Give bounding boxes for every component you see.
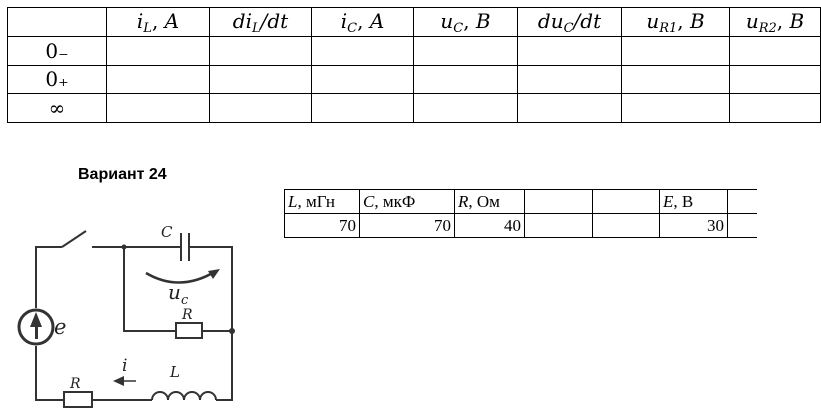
param-value-L: 70 <box>284 213 360 238</box>
cell[interactable] <box>413 93 518 123</box>
inductor-coil <box>151 391 217 401</box>
results-row-0-plus: 0₊ <box>7 64 821 95</box>
switch-blade <box>61 230 87 248</box>
col-header-iC: iC, A <box>311 7 414 37</box>
source-arrow-head <box>30 312 42 327</box>
variant-title: Вариант 24 <box>78 166 167 183</box>
cell[interactable] <box>621 93 730 123</box>
param-value-blank-2 <box>592 213 660 238</box>
resistor-bottom <box>63 391 93 408</box>
col-header-duC-dt: duC/dt <box>517 7 622 37</box>
cell[interactable] <box>106 36 210 66</box>
row-label-0-plus: 0₊ <box>7 64 107 95</box>
col-header-diL-dt: diL/dt <box>209 7 312 37</box>
param-value-blank-3 <box>727 213 757 238</box>
cell[interactable] <box>729 36 821 66</box>
wire-left-bottom <box>35 346 64 401</box>
circuit-diagram: C u c R L i R e <box>17 223 235 408</box>
param-value-E: 30 <box>659 213 728 238</box>
param-value-R: 40 <box>454 213 525 238</box>
col-header-uR2: uR2, B <box>729 7 821 37</box>
param-header-blank-1 <box>524 189 593 214</box>
cell[interactable] <box>517 36 622 66</box>
label-source: e <box>54 315 66 339</box>
cell[interactable] <box>517 64 622 95</box>
param-value-blank-1 <box>524 213 593 238</box>
cell[interactable] <box>311 64 414 95</box>
col-header-iL: iL, A <box>106 7 210 37</box>
cell[interactable] <box>517 93 622 123</box>
cell[interactable] <box>106 93 210 123</box>
row-label-0-minus: 0₋ <box>7 36 107 66</box>
results-table: iL, A diL/dt iC, A uC, B duC/dt uR1, B u… <box>7 7 821 123</box>
params-header-row: L, мГн C, мкФ R, Ом E, В <box>284 189 757 214</box>
wire-left-top <box>35 246 62 308</box>
cell[interactable] <box>209 36 312 66</box>
voltage-source <box>17 308 55 346</box>
param-header-blank-3 <box>727 189 757 214</box>
label-resistor-top: R <box>181 307 193 323</box>
cell[interactable] <box>729 93 821 123</box>
label-voltage-sub: c <box>181 293 189 308</box>
param-header-C: C, мкФ <box>359 189 455 214</box>
param-header-R: R, Ом <box>454 189 525 214</box>
voltage-arrow-head <box>208 269 220 279</box>
row-label-infinity: ∞ <box>7 93 107 123</box>
cell[interactable] <box>209 64 312 95</box>
current-arrow-head <box>113 376 124 386</box>
source-arrow-shaft <box>35 325 38 339</box>
parameters-table: L, мГн C, мкФ R, Ом E, В 70 70 40 30 <box>284 189 757 238</box>
param-header-E: E, В <box>659 189 728 214</box>
cell[interactable] <box>413 36 518 66</box>
label-capacitor: C <box>161 223 173 241</box>
param-value-C: 70 <box>359 213 455 238</box>
node-top <box>121 244 127 250</box>
cell[interactable] <box>621 36 730 66</box>
results-row-infinity: ∞ <box>7 93 821 123</box>
resistor-top <box>175 322 203 339</box>
cell[interactable] <box>413 64 518 95</box>
results-header-row: iL, A diL/dt iC, A uC, B duC/dt uR1, B u… <box>7 7 821 37</box>
param-header-blank-2 <box>592 189 660 214</box>
cell[interactable] <box>311 36 414 66</box>
col-header-uR1: uR1, B <box>621 7 730 37</box>
label-inductor: L <box>169 363 180 381</box>
param-header-L: L, мГн <box>284 189 360 214</box>
col-header-uC: uC, B <box>413 7 518 37</box>
label-resistor-bottom: R <box>69 376 81 392</box>
results-corner-cell <box>7 7 107 37</box>
results-row-0-minus: 0₋ <box>7 36 821 66</box>
cell[interactable] <box>621 64 730 95</box>
wire-right <box>189 246 233 401</box>
cell[interactable] <box>209 93 312 123</box>
label-voltage: u <box>168 280 181 304</box>
wire-to-resistor-top <box>123 247 176 332</box>
params-value-row: 70 70 40 30 <box>284 213 757 238</box>
cell[interactable] <box>729 64 821 95</box>
voltage-arrow <box>145 269 217 284</box>
node-right <box>229 328 235 334</box>
cell[interactable] <box>106 64 210 95</box>
cell[interactable] <box>311 93 414 123</box>
label-current: i <box>122 356 127 376</box>
